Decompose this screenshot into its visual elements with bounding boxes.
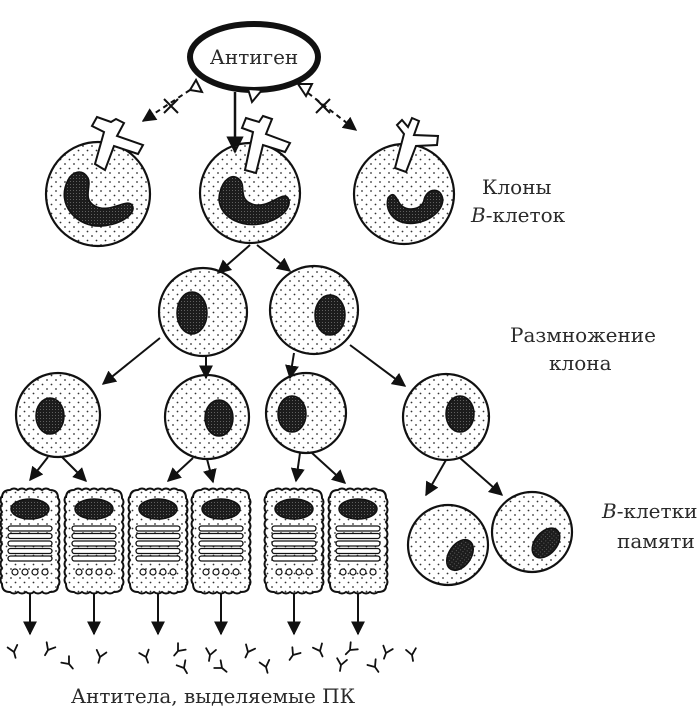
memory-label-line2: памяти [617,529,695,553]
antibody-icon [138,648,150,664]
clones-label-b: B [470,203,486,227]
proliferating-cell [157,266,249,358]
antibody-icon [288,646,302,661]
antibody-icon [60,655,74,670]
clones-label-line1: Клоны [482,175,552,199]
antibody-icon [175,659,188,675]
antibody-icon [344,641,359,656]
proliferating-cell [268,264,360,356]
antibody-icon [6,644,19,659]
b-cell-clone-2-selected [198,114,302,245]
antigen-label: Антиген [210,45,299,69]
plasma-cell [190,487,252,595]
antibody-icon [382,644,394,660]
plasma-cell [0,487,61,595]
block-cross-right [315,98,331,114]
antibody-icon [244,643,256,659]
differentiation-arrows [29,452,504,497]
clones-label-rest: -клеток [486,203,566,227]
blocked-arrow-right [307,92,358,131]
plasma-cells [0,487,389,595]
proliferation-arrows-2 [101,337,407,387]
receptor-icon [90,115,145,172]
receptor-icon [240,114,292,175]
proliferating-cell [14,371,102,459]
plasma-cell [63,487,125,595]
receptor-icon [393,116,440,174]
antibody-icon [205,647,217,662]
plasma-cell [263,487,325,595]
proliferating-cell [163,373,251,461]
antibody-icon [366,658,380,673]
expansion-label-line1: Размножение [510,323,656,347]
antibody-icon [44,641,57,657]
antigen: Антиген [187,21,321,105]
antibody-icon [405,647,417,662]
antigen-arrows [141,89,358,154]
antibody-secretion [23,594,365,636]
proliferating-cell [264,371,348,455]
secreted-antibodies [6,641,417,675]
antibody-icon [95,649,108,664]
memory-label-b: B [601,499,617,523]
block-cross-left [163,98,179,114]
plasma-cell [327,487,389,595]
memory-label-rest: -клетки [617,499,698,523]
proliferating-cell [401,372,491,462]
b-cell-clone-1 [44,115,152,248]
antibody-icon [258,659,271,674]
proliferation-arrows-1 [216,244,292,274]
memory-cell [406,503,490,587]
expansion-label-line2: клона [549,351,612,375]
plasma-cell [127,487,189,595]
antibodies-label: Антитела, выделяемые ПК [71,684,356,708]
memory-cell [490,490,574,574]
memory-label-line1: B-клетки [601,499,697,523]
blocked-arrow-left [141,89,191,122]
clones-label-line2: B-клеток [470,203,566,227]
b-cell-clone-3 [352,116,456,246]
antibody-icon [336,657,348,672]
antibody-icon [213,659,228,673]
antibody-icon [312,642,324,658]
antibody-icon [173,642,187,657]
